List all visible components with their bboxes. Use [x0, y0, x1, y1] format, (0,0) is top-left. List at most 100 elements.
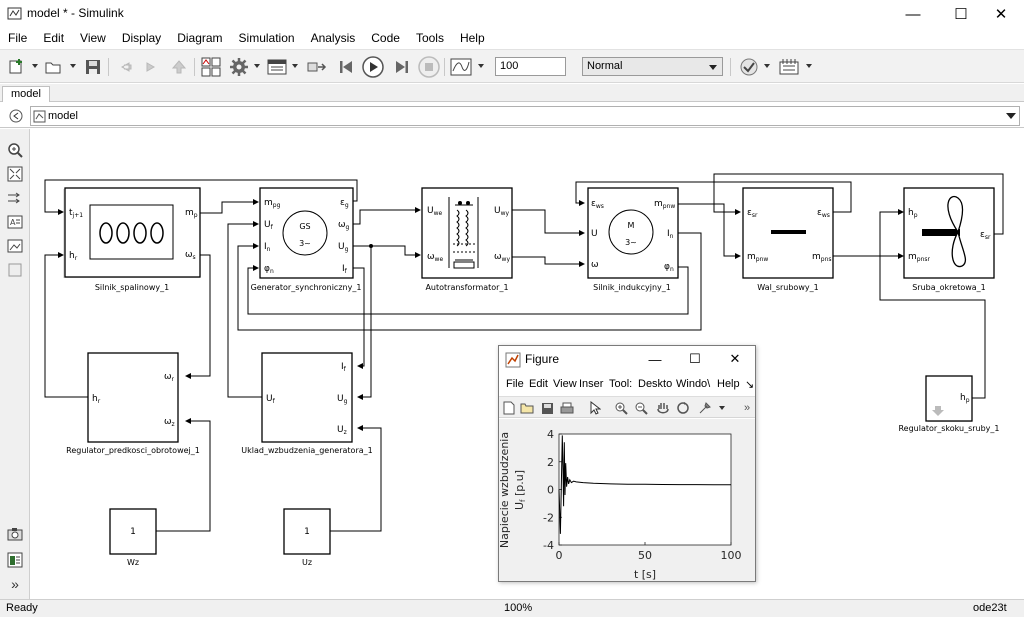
model-explorer-icon[interactable] [266, 56, 288, 78]
figure-minimize-button[interactable]: — [648, 351, 662, 367]
menu-file[interactable]: File [8, 31, 28, 45]
simulation-mode-select[interactable]: Normal [582, 57, 723, 76]
screenshot-camera-icon[interactable] [6, 525, 24, 543]
figure-window[interactable]: Figure — ☐ ✕ File Edit View Inser Tool: … [498, 345, 756, 582]
figure-menu-edit[interactable]: Edit [529, 378, 548, 390]
area-icon[interactable] [6, 261, 24, 279]
zoom-out-icon[interactable] [633, 400, 649, 416]
settings-dropdown-icon[interactable] [254, 64, 260, 68]
cursor-dropdown-icon[interactable] [719, 406, 725, 410]
figure-menu-window[interactable]: Windo\ [676, 378, 711, 390]
up-arrow-icon[interactable] [168, 56, 190, 78]
new-figure-icon[interactable] [501, 400, 517, 416]
data-cursor-icon[interactable] [697, 400, 713, 416]
menu-display[interactable]: Display [121, 31, 162, 45]
block-constant-wz[interactable]: 1 Wz [109, 508, 157, 567]
back-arrow-icon[interactable] [114, 56, 136, 78]
fit-to-view-icon[interactable] [6, 165, 24, 183]
menu-help[interactable]: Help [459, 31, 485, 45]
block-regulator-skoku[interactable]: hp Regulator_skoku_sruby_1 [898, 375, 1000, 433]
step-back-icon[interactable] [336, 56, 358, 78]
open-file-icon[interactable] [519, 400, 535, 416]
build-dropdown-icon[interactable] [806, 64, 812, 68]
inspector-dropdown-icon[interactable] [478, 64, 484, 68]
block-wal-srubowy[interactable]: εsr mpnw εws mpns Wal_srubowy_1 [742, 187, 834, 292]
hide-browser-icon[interactable] [9, 109, 23, 123]
svg-text:A: A [10, 218, 16, 227]
zoom-in-icon[interactable] [6, 141, 24, 159]
simulation-data-inspector-icon[interactable] [450, 56, 472, 78]
image-icon[interactable] [6, 237, 24, 255]
explorer-dropdown-icon[interactable] [292, 64, 298, 68]
figure-menu-help[interactable]: Help [717, 378, 740, 390]
menu-analysis[interactable]: Analysis [310, 31, 356, 45]
menu-simulation[interactable]: Simulation [238, 31, 295, 45]
rotate-3d-icon[interactable] [675, 400, 691, 416]
block-silnik-indukcyjny[interactable]: M 3~ εws U ω mpnw In φn Silnik_indukcyjn… [587, 187, 679, 292]
stop-button[interactable] [418, 56, 440, 78]
figure-menu-view[interactable]: View [553, 378, 577, 390]
figure-maximize-button[interactable]: ☐ [689, 351, 701, 366]
toolbar-separator [730, 58, 731, 76]
menu-tools[interactable]: Tools [415, 31, 444, 45]
model-advisor-check-icon[interactable] [738, 56, 760, 78]
branch-points [369, 244, 373, 248]
block-autotransformator[interactable]: Uwe ωwe Uwy ωwy Autotransformator_1 [421, 187, 513, 292]
annotation-icon[interactable]: A [6, 213, 24, 231]
library-browser-icon[interactable] [200, 56, 222, 78]
block-sruba-okretowa[interactable]: hp mpnsr εsr Sruba_okretowa_1 [903, 187, 995, 292]
maximize-button[interactable]: ☐ [954, 6, 968, 23]
open-folder-icon[interactable] [42, 56, 64, 78]
stop-time-input[interactable]: 100 [495, 57, 566, 76]
model-settings-gear-icon[interactable] [228, 56, 250, 78]
block-name: Uklad_wzbudzenia_generatora_1 [241, 446, 372, 455]
pointer-icon[interactable] [587, 400, 603, 416]
block-uklad-wzbudzenia[interactable]: Uf If Ug Uz Uklad_wzbudzenia_generatora_… [241, 352, 373, 455]
menu-code[interactable]: Code [371, 31, 400, 45]
print-icon[interactable] [559, 400, 575, 416]
port-label: U [591, 229, 598, 239]
open-dropdown-icon[interactable] [70, 64, 76, 68]
menu-view[interactable]: View [80, 31, 106, 45]
toolbar-more-icon[interactable]: » [743, 402, 751, 414]
shaft-icon [771, 230, 806, 234]
block-silnik-spalinowy[interactable]: tj+1 hr mp ωs Silnik_spalinowy_1 [63, 187, 201, 292]
figure-menu-more[interactable]: ↘ [745, 379, 755, 391]
zoom-in-icon[interactable] [613, 400, 629, 416]
new-dropdown-icon[interactable] [32, 64, 38, 68]
figure-menu-insert[interactable]: Inser [579, 378, 604, 390]
minimize-button[interactable]: — [905, 5, 921, 23]
port-label: Uwe [427, 206, 443, 217]
model-path-field[interactable]: model [30, 106, 1020, 126]
chevron-down-icon[interactable] [1006, 113, 1016, 121]
advisor-dropdown-icon[interactable] [764, 64, 770, 68]
port-label: hp [908, 208, 918, 219]
figure-menu-tools[interactable]: Tool: [609, 378, 633, 390]
step-forward-icon[interactable] [390, 56, 412, 78]
pan-hand-icon[interactable] [655, 400, 671, 416]
close-button[interactable]: ✕ [994, 6, 1008, 23]
menu-edit[interactable]: Edit [43, 31, 65, 45]
update-diagram-icon[interactable] [306, 56, 328, 78]
model-browser-icon[interactable] [6, 551, 24, 569]
save-icon[interactable] [82, 56, 104, 78]
figure-menu-desktop[interactable]: Deskto [638, 378, 673, 390]
menu-diagram[interactable]: Diagram [177, 31, 223, 45]
tab-model[interactable]: model [2, 86, 50, 102]
build-model-icon[interactable] [778, 56, 800, 78]
tool-palette: A » [0, 129, 30, 599]
figure-close-button[interactable]: ✕ [729, 351, 741, 366]
block-generator-synchroniczny[interactable]: GS 3~ mpg Uf In φn εg ωg Ug If Generator… [251, 187, 362, 292]
block-constant-uz[interactable]: 1 Uz [283, 508, 331, 567]
port-label: φn [264, 264, 274, 275]
save-figure-icon[interactable] [539, 400, 555, 416]
new-model-icon[interactable] [6, 56, 28, 78]
forward-arrow-icon[interactable] [140, 56, 162, 78]
block-name: Silnik_indukcyjny_1 [593, 283, 671, 292]
route-lines-icon[interactable] [6, 189, 24, 207]
block-regulator-predkosci[interactable]: hr ωr ωz Regulator_predkosci_obrotowej_1 [66, 352, 200, 455]
figure-menu-file[interactable]: File [506, 378, 524, 390]
run-button[interactable] [362, 56, 384, 78]
expand-palette-icon[interactable]: » [11, 576, 19, 592]
